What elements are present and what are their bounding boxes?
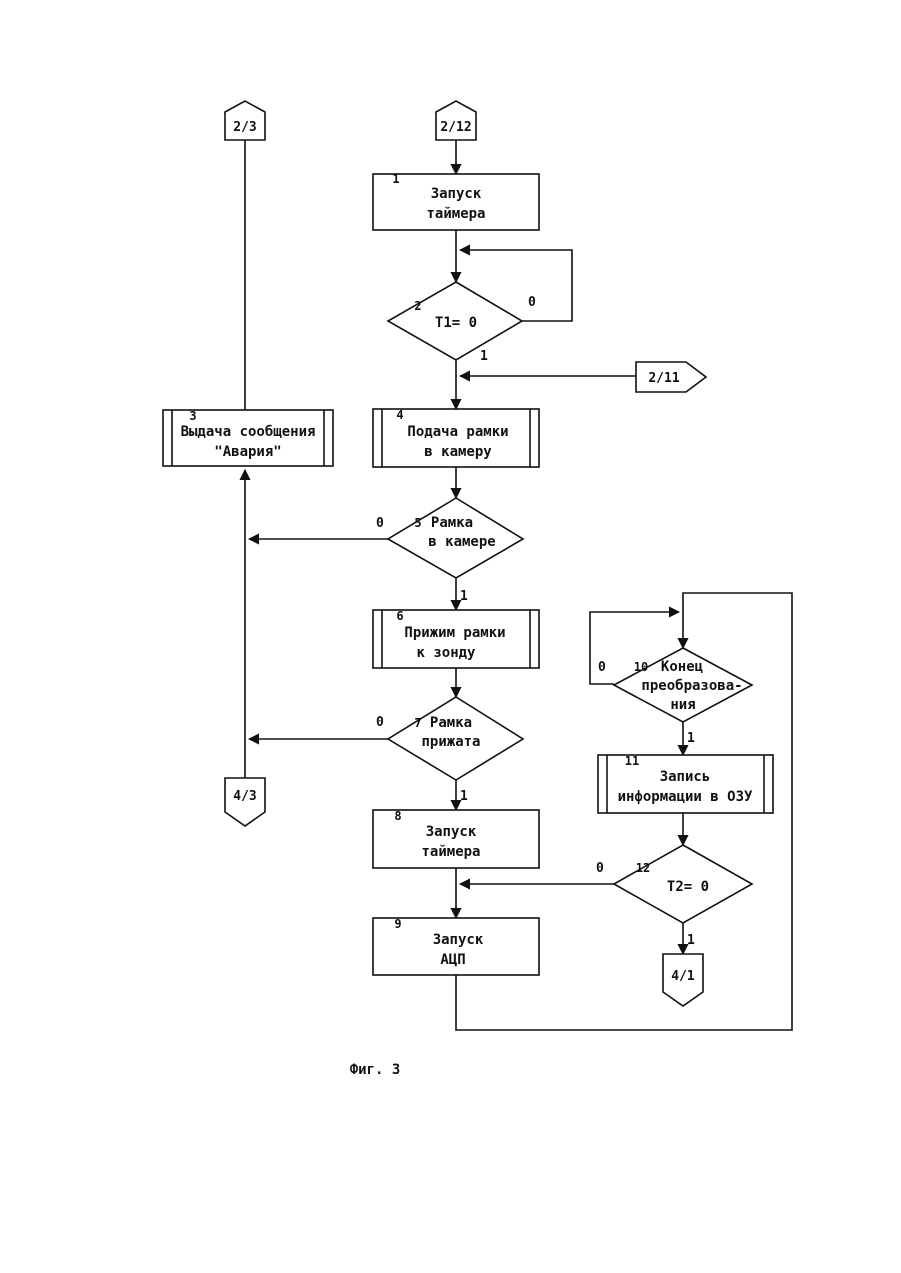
edge-label-2-yes: 1 <box>480 349 488 364</box>
block-text-line: Запуск <box>431 186 482 202</box>
block-number: 5 <box>414 516 421 530</box>
block-text-line: информации в ОЗУ <box>618 789 753 805</box>
block-text-line: "Авария" <box>214 444 281 460</box>
edge-label-5-no: 0 <box>376 516 384 531</box>
decision-text: T2= 0 <box>667 879 709 895</box>
block-4-feed-frame: 4 Подача рамки в камеру <box>373 408 539 467</box>
edge-label-12-yes: 1 <box>687 933 695 948</box>
decision-text-line: прижата <box>421 734 480 750</box>
decision-12-timer-check: 12 T2= 0 <box>614 845 752 923</box>
block-text-line: Выдача сообщения <box>181 424 316 440</box>
decision-text-line: Рамка <box>431 515 473 531</box>
decision-text-line: Рамка <box>430 715 472 731</box>
block-text-line: в камеру <box>424 444 492 460</box>
decision-text: T1= 0 <box>435 315 477 331</box>
block-text-line: таймера <box>421 844 480 860</box>
decision-text-line: ния <box>670 697 695 713</box>
block-number: 6 <box>396 609 403 623</box>
block-text-line: АЦП <box>440 952 465 968</box>
block-3-alarm-message: 3 Выдача сообщения "Авария" <box>163 409 333 466</box>
edge-label-2-no: 0 <box>528 295 536 310</box>
connector-label: 2/12 <box>440 120 471 135</box>
block-text-line: Запись <box>660 769 711 785</box>
connector-label: 2/3 <box>233 120 256 135</box>
connector-label: 2/11 <box>648 371 679 386</box>
decision-text-line: преобразова- <box>641 678 742 694</box>
connector-4-1: 4/1 <box>663 954 703 1006</box>
decision-text-line: Конец <box>661 659 703 675</box>
figure-caption: Фиг. 3 <box>350 1062 401 1078</box>
block-text-line: Подача рамки <box>407 424 508 440</box>
block-9-start-adc: 9 Запуск АЦП <box>373 917 539 975</box>
connector-label: 4/3 <box>233 789 256 804</box>
block-1-start-timer: 1 Запуск таймера <box>373 172 539 230</box>
connector-4-3: 4/3 <box>225 778 265 826</box>
block-number: 12 <box>636 861 650 875</box>
block-number: 11 <box>625 754 639 768</box>
edge-label-7-no: 0 <box>376 715 384 730</box>
block-number: 8 <box>394 809 401 823</box>
block-text-line: таймера <box>426 206 485 222</box>
block-text-line: Прижим рамки <box>404 625 505 641</box>
block-number: 3 <box>189 409 196 423</box>
block-6-press-frame: 6 Прижим рамки к зонду <box>373 609 539 668</box>
block-text-line: Запуск <box>426 824 477 840</box>
decision-10-conversion-end: 10 Конец преобразова- ния <box>614 648 752 722</box>
block-text-line: к зонду <box>416 645 476 661</box>
block-text-line: Запуск <box>433 932 484 948</box>
edge-label-10-no: 0 <box>598 660 606 675</box>
edge-label-5-yes: 1 <box>460 589 468 604</box>
connector-2-11: 2/11 <box>636 362 706 392</box>
decision-text-line: в камере <box>428 534 495 550</box>
block-11-write-ram: 11 Запись информации в ОЗУ <box>598 754 773 813</box>
block-number: 7 <box>414 716 421 730</box>
block-number: 1 <box>392 172 399 186</box>
connector-2-3-top: 2/3 <box>225 101 265 140</box>
decision-5-frame-in-chamber: 5 Рамка в камере <box>388 498 523 578</box>
block-8-start-timer: 8 Запуск таймера <box>373 809 539 868</box>
decision-7-frame-pressed: 7 Рамка прижата <box>388 697 523 780</box>
block-number: 9 <box>394 917 401 931</box>
block-number: 2 <box>414 299 421 313</box>
edge-label-10-yes: 1 <box>687 731 695 746</box>
block-number: 4 <box>396 408 403 422</box>
block-number: 10 <box>634 660 648 674</box>
connector-2-12: 2/12 <box>436 101 476 140</box>
edge-label-12-no: 0 <box>596 861 604 876</box>
connector-label: 4/1 <box>671 969 695 984</box>
edge-label-7-yes: 1 <box>460 789 468 804</box>
decision-2-timer-check: 2 T1= 0 <box>388 282 522 360</box>
